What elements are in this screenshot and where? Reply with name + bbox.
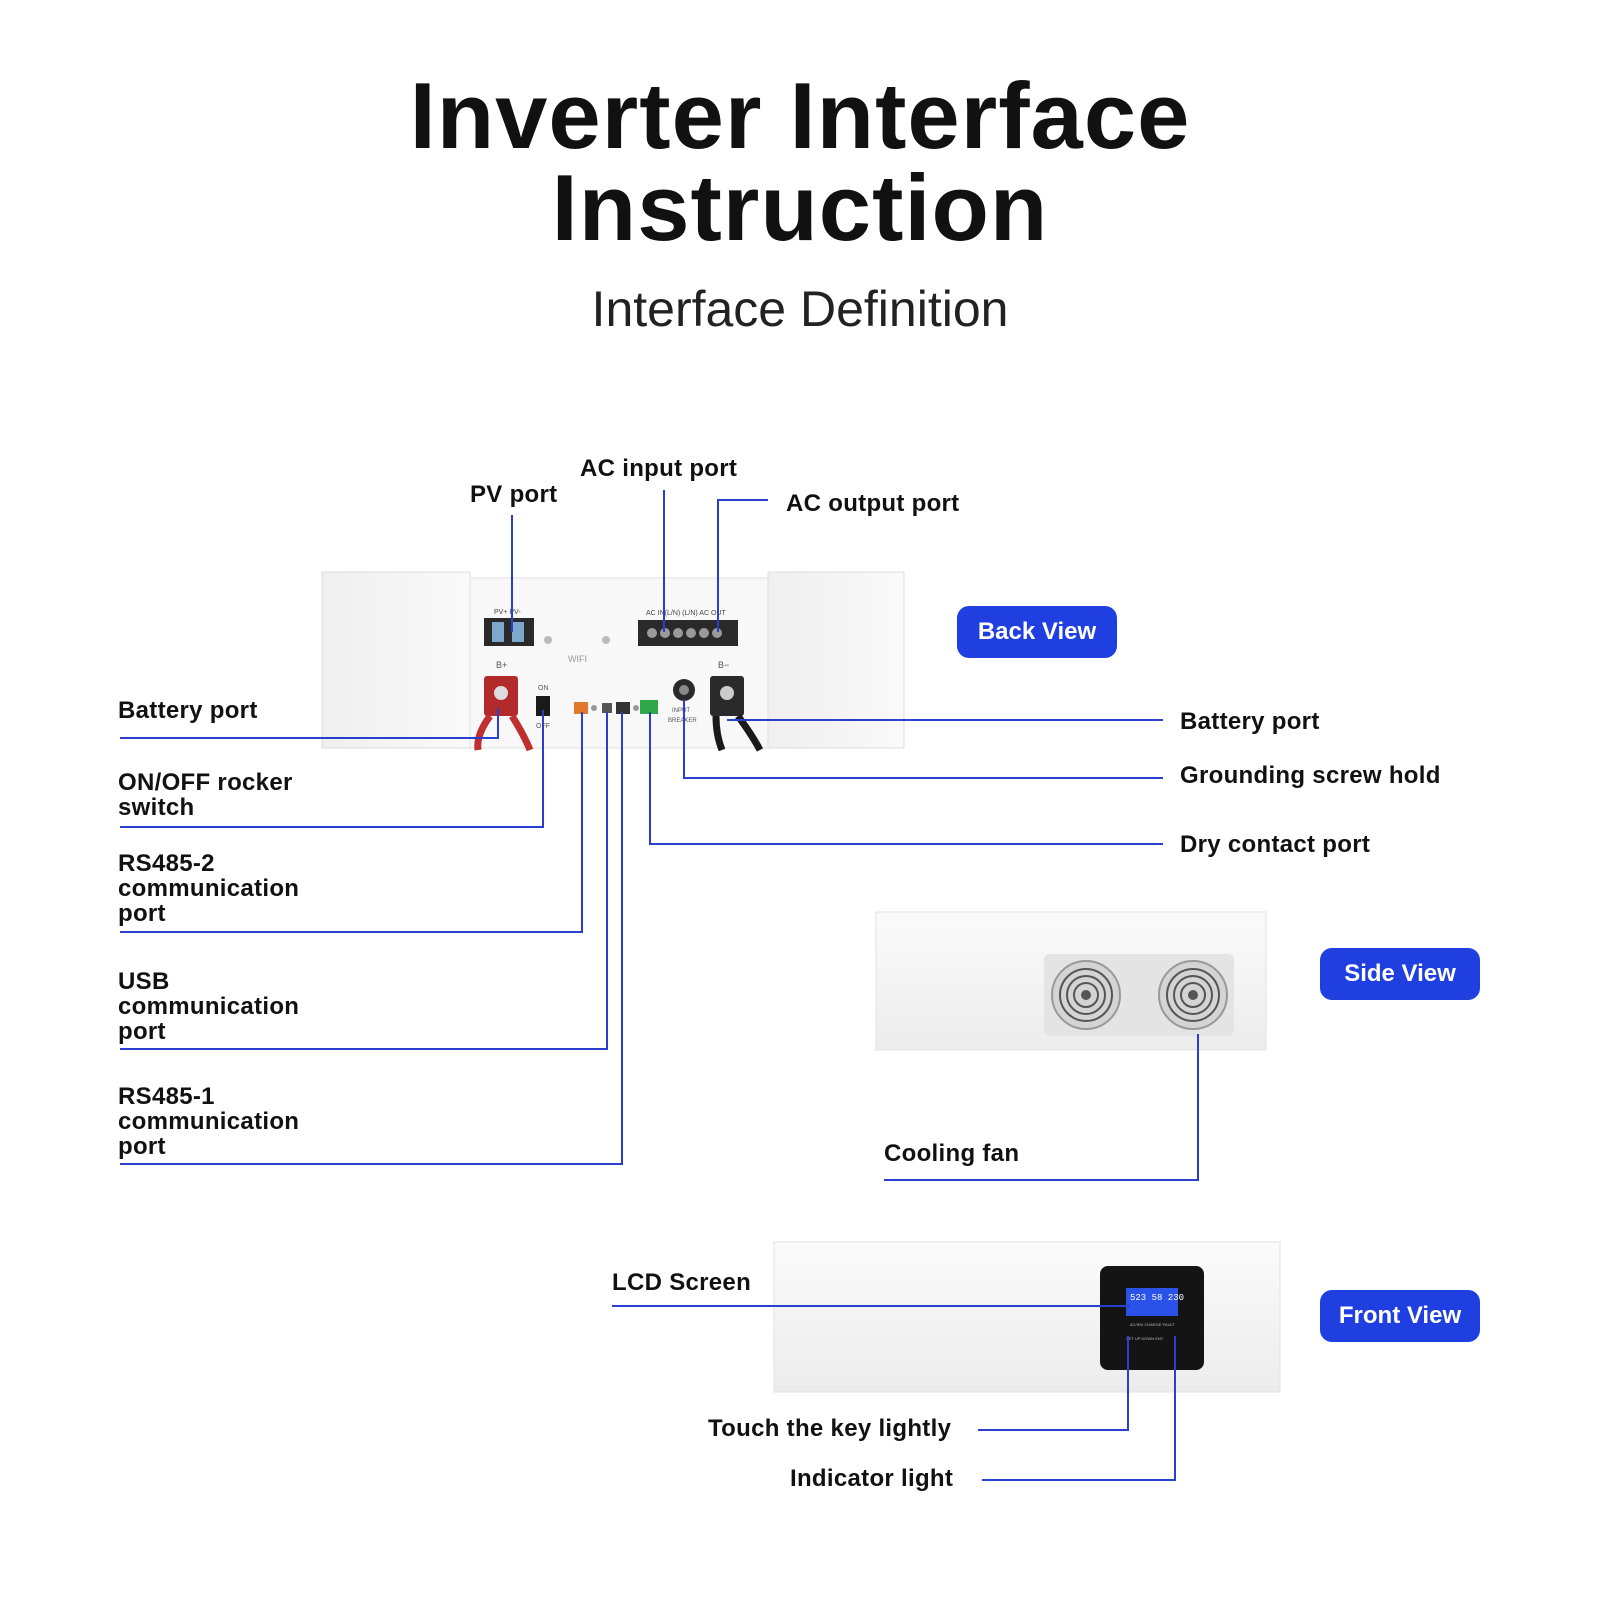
svg-text:B+: B+	[496, 660, 507, 670]
rs485-2-port	[574, 702, 588, 714]
back-view-badge: Back View	[957, 606, 1117, 658]
pv-terminal: PV+ PV-	[484, 609, 534, 646]
usb-port	[602, 703, 612, 713]
label-pv-port: PV port	[470, 481, 558, 508]
front-view-badge: Front View	[1320, 1290, 1480, 1342]
leader-lines	[120, 490, 1199, 1481]
lcd-display	[1126, 1288, 1178, 1316]
label-indicator-light: Indicator light	[790, 1465, 954, 1492]
label-rs485-2: RS485-2 communication port	[118, 850, 300, 927]
cooling-fan-right	[1158, 960, 1228, 1030]
title-line-2: Instruction	[551, 155, 1049, 260]
label-lcd-screen: LCD Screen	[612, 1269, 752, 1296]
label-dry-contact: Dry contact port	[1180, 831, 1371, 858]
pv-terminal-label: PV+ PV-	[494, 609, 521, 616]
label-rs485-1: RS485-1 communication port	[118, 1083, 300, 1160]
label-ac-input-port: AC input port	[580, 455, 738, 482]
control-panel	[1100, 1266, 1204, 1370]
front-view-device: 523 58 230 AC/INV CHARGE FAULT SET UP DO…	[773, 1241, 1281, 1393]
wifi-label: WIFI	[568, 654, 587, 664]
title-line-1: Inverter Interface	[409, 63, 1191, 168]
side-view-badge: Side View	[1320, 948, 1480, 1000]
label-usb: USB communication port	[118, 968, 300, 1045]
ac-terminal-label: AC IN(L/N) (L/N) AC OUT	[646, 610, 726, 617]
battery-positive-terminal: B+	[474, 660, 534, 752]
svg-text:B−: B−	[718, 660, 729, 670]
side-view-device	[875, 911, 1267, 1051]
label-battery-port-right: Battery port	[1180, 708, 1320, 735]
back-view-device: PV+ PV- AC IN(L/N) (L/N) AC OUT WIFI B+ …	[321, 571, 905, 752]
led-labels: AC/INV CHARGE FAULT	[1130, 1322, 1175, 1327]
page-subtitle: Interface Definition	[591, 281, 1009, 337]
label-grounding-screw: Grounding screw hold	[1180, 762, 1441, 789]
label-battery-port-left: Battery port	[118, 697, 258, 724]
key-labels: SET UP DOWN ENT	[1126, 1336, 1164, 1341]
label-cooling-fan: Cooling fan	[884, 1140, 1020, 1167]
svg-text:INPUT: INPUT	[672, 708, 690, 714]
svg-text:BREAKER: BREAKER	[668, 718, 697, 724]
input-breaker: INPUT BREAKER	[668, 679, 697, 724]
rs485-1-port	[616, 702, 630, 714]
label-on-off-switch: ON/OFF rocker switch	[118, 769, 293, 821]
ac-terminal: AC IN(L/N) (L/N) AC OUT	[638, 610, 738, 646]
dry-contact-terminal	[640, 700, 658, 714]
svg-text:ON: ON	[538, 685, 549, 692]
page-title: Inverter Interface Instruction	[0, 63, 1600, 260]
cooling-fan-left	[1051, 960, 1121, 1030]
label-ac-output-port: AC output port	[786, 490, 960, 517]
label-touch-key: Touch the key lightly	[708, 1415, 952, 1442]
lcd-readout: 523 58 230	[1130, 1293, 1184, 1303]
